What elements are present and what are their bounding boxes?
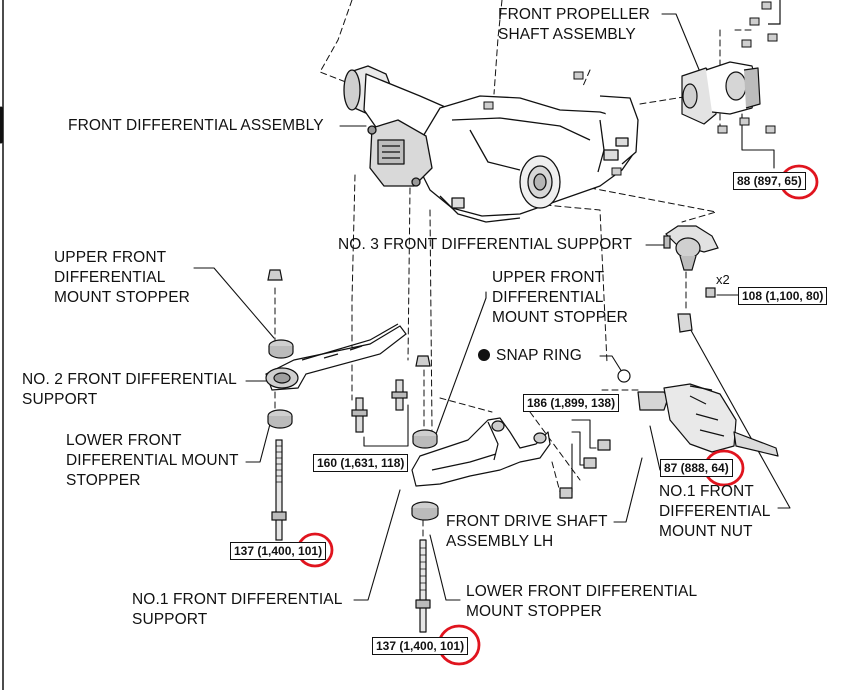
torque-spec-left-stud: 137 (1,400, 101) xyxy=(230,542,327,560)
torque-spec-186: 186 (1,899, 138) xyxy=(523,394,620,412)
label-upper-mount-stopper-center: UPPER FRONT DIFFERENTIAL MOUNT STOPPER xyxy=(492,269,628,326)
label-lower-mount-stopper-left: LOWER FRONT DIFFERENTIAL MOUNT STOPPER xyxy=(66,432,239,489)
label-front-differential-assembly: FRONT DIFFERENTIAL ASSEMBLY xyxy=(68,117,324,134)
torque-spec-no3-support-bolt: 108 (1,100, 80) xyxy=(738,287,828,305)
bullet-icon xyxy=(478,349,490,361)
label-no3-front-differential-support: NO. 3 FRONT DIFFERENTIAL SUPPORT xyxy=(338,236,633,253)
torque-spec-160: 160 (1,631, 118) xyxy=(313,454,409,472)
label-front-drive-shaft-lh: FRONT DRIVE SHAFT ASSEMBLY LH xyxy=(446,513,608,550)
torque-spec-mount-nut: 87 (888, 64) xyxy=(660,459,733,477)
label-front-propeller-shaft: FRONT PROPELLER SHAFT ASSEMBLY xyxy=(498,6,650,43)
label-no1-front-differential-support: NO.1 FRONT DIFFERENTIAL SUPPORT xyxy=(132,591,343,628)
label-upper-mount-stopper-left: UPPER FRONT DIFFERENTIAL MOUNT STOPPER xyxy=(54,249,190,306)
label-lower-mount-stopper-bottom: LOWER FRONT DIFFERENTIAL MOUNT STOPPER xyxy=(466,583,698,620)
torque-spec-propeller-bolts: 88 (897, 65) xyxy=(733,172,806,190)
quantity-label: x2 xyxy=(716,272,730,287)
label-snap-ring: SNAP RING xyxy=(478,346,582,366)
label-no2-front-differential-support: NO. 2 FRONT DIFFERENTIAL SUPPORT xyxy=(22,371,237,408)
label-no1-front-differential-mount-nut: NO.1 FRONT DIFFERENTIAL MOUNT NUT xyxy=(659,483,771,540)
torque-spec-bottom-stud: 137 (1,400, 101) xyxy=(372,637,469,655)
